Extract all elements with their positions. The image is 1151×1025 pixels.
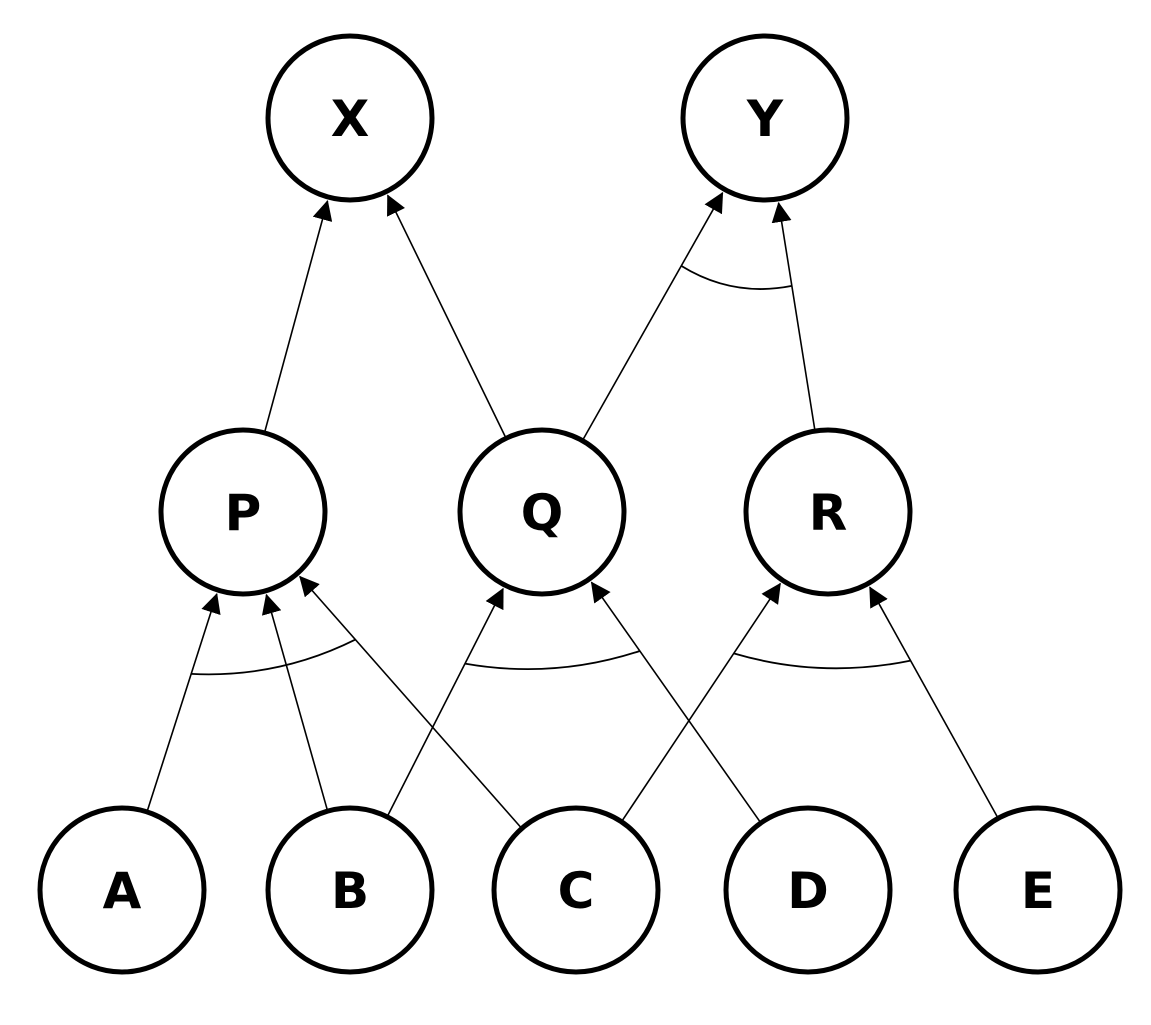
node-e: E xyxy=(953,805,1123,975)
node-label: A xyxy=(103,862,142,920)
node-label: Q xyxy=(521,484,564,542)
node-d: D xyxy=(723,805,893,975)
edge-b-to-q xyxy=(387,587,504,816)
node-circle xyxy=(158,427,328,597)
node-b: B xyxy=(265,805,435,975)
node-label: R xyxy=(809,484,848,542)
node-x: X xyxy=(265,33,435,203)
node-r: R xyxy=(743,427,913,597)
node-circle xyxy=(491,805,661,975)
edge-c-to-p xyxy=(299,575,522,828)
node-a: A xyxy=(37,805,207,975)
node-label: D xyxy=(787,862,829,920)
node-q: Q xyxy=(457,427,627,597)
node-label: C xyxy=(558,862,595,920)
node-circle xyxy=(743,427,913,597)
edge-d-to-q xyxy=(590,581,761,822)
node-label: X xyxy=(331,90,370,148)
and-arc-y xyxy=(680,265,792,290)
node-label: E xyxy=(1021,862,1055,920)
node-label: P xyxy=(225,484,262,542)
node-circle xyxy=(37,805,207,975)
and-arc-q xyxy=(464,650,641,671)
edge-e-to-r xyxy=(869,586,998,817)
edge-q-to-y xyxy=(582,191,724,440)
node-circle xyxy=(953,805,1123,975)
node-label: Y xyxy=(746,90,784,148)
node-circle xyxy=(680,33,850,203)
edge-r-to-y xyxy=(771,201,816,430)
edge-q-to-x xyxy=(386,194,506,437)
node-circle xyxy=(723,805,893,975)
edge-a-to-p xyxy=(146,592,221,811)
node-circle xyxy=(457,427,627,597)
node-y: Y xyxy=(680,33,850,203)
node-circle xyxy=(265,33,435,203)
edge-c-to-r xyxy=(621,582,781,821)
node-label: B xyxy=(331,862,369,920)
and-arc-r xyxy=(733,652,911,670)
nodes-layer: X Y P Q R A B C D E xyxy=(37,33,1123,975)
node-c: C xyxy=(491,805,661,975)
and-arcs-layer xyxy=(191,265,911,676)
edges-layer xyxy=(146,191,998,828)
node-circle xyxy=(265,805,435,975)
node-p: P xyxy=(158,427,328,597)
edge-b-to-p xyxy=(261,593,328,810)
and-arc-p xyxy=(191,638,356,676)
edge-p-to-x xyxy=(264,200,333,432)
